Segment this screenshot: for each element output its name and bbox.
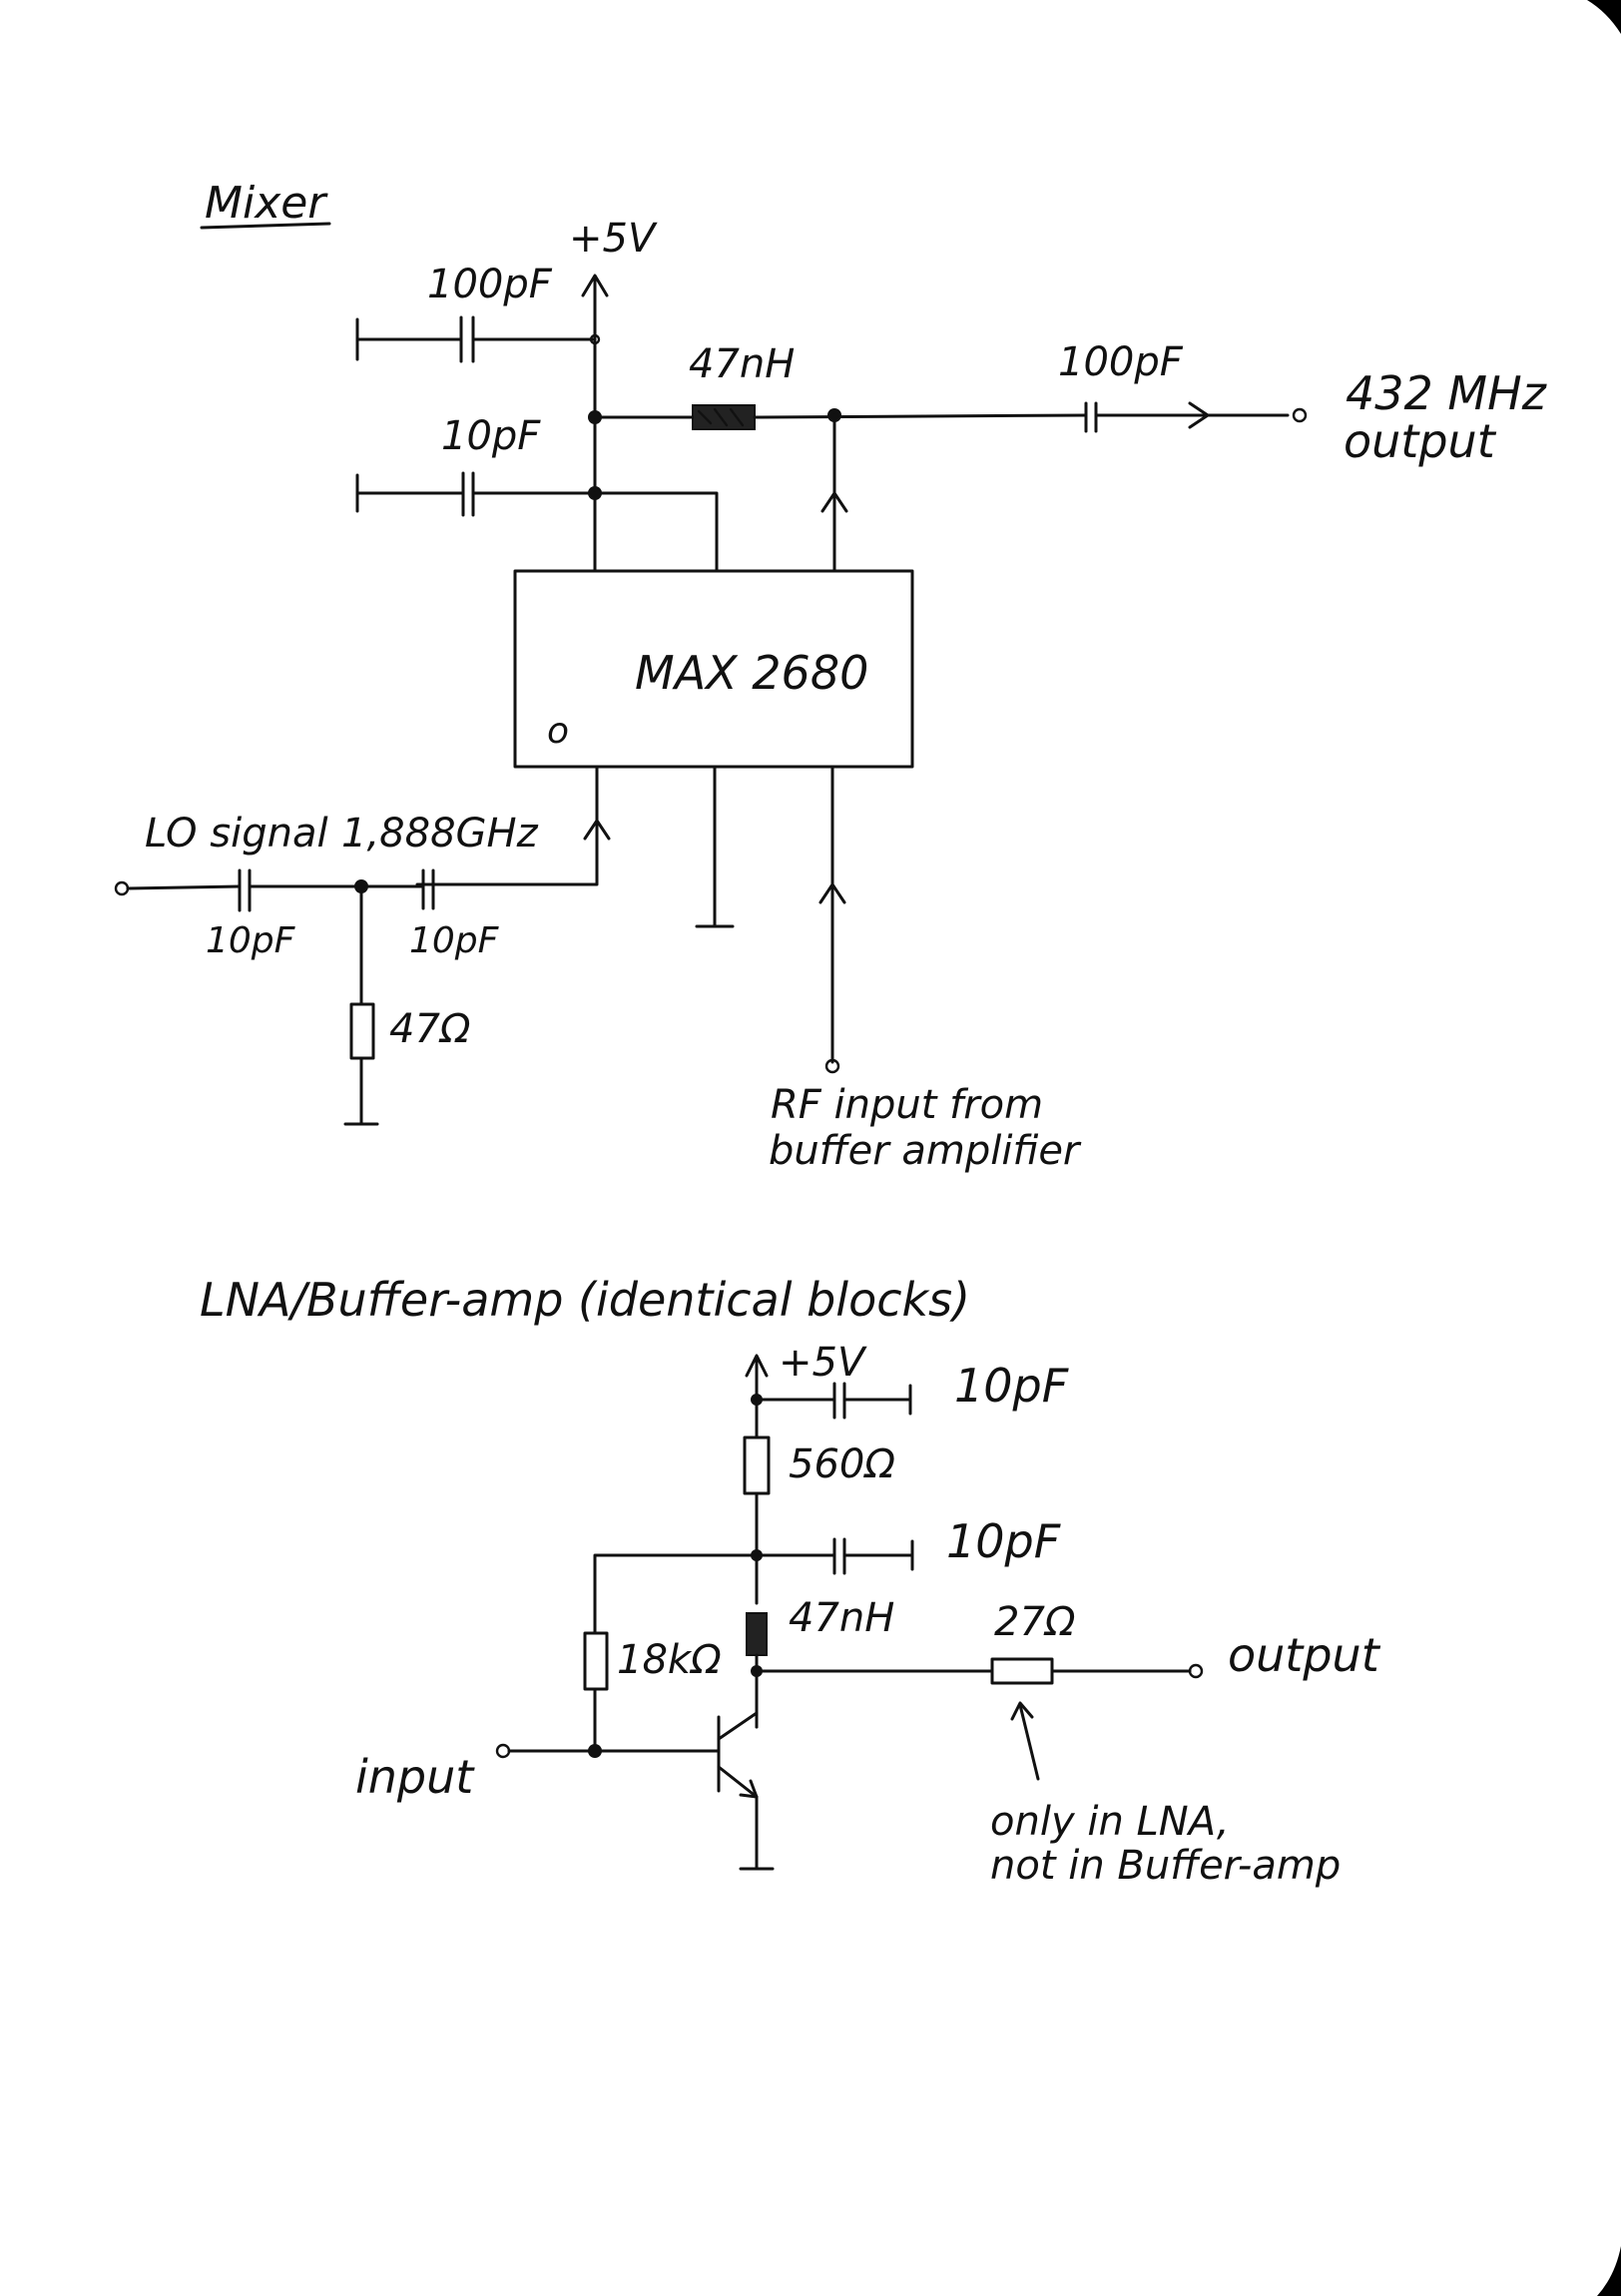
lna-output-word: output bbox=[1228, 1628, 1381, 1682]
mixer-rf-in-arrow bbox=[818, 882, 846, 904]
mixer-inductor-47nh bbox=[692, 404, 756, 430]
lna-r560-label: 560Ω bbox=[789, 1441, 895, 1487]
lna-inductor-47nh bbox=[746, 1612, 768, 1656]
lna-r18k-label: 18kΩ bbox=[617, 1637, 722, 1683]
mixer-output-word: output bbox=[1344, 414, 1497, 468]
lna-title: LNA/Buffer-amp (identical blocks) bbox=[200, 1273, 970, 1327]
lna-node-base bbox=[588, 1744, 602, 1758]
scan-corner-mark bbox=[1587, 0, 1621, 34]
max2680-label: MAX 2680 bbox=[635, 646, 868, 700]
lna-r27-label: 27Ω bbox=[994, 1599, 1076, 1645]
mixer-cout-label: 100pF bbox=[1058, 339, 1184, 385]
mixer-lo-label: LO signal bbox=[145, 811, 328, 857]
mixer-clo2-label: 10pF bbox=[409, 920, 500, 961]
lna-note-line2: not in Buffer-amp bbox=[990, 1843, 1341, 1889]
mixer-title-underline bbox=[200, 222, 331, 230]
lna-ctop-label: 10pF bbox=[954, 1359, 1069, 1413]
mixer-output-arrow bbox=[1188, 401, 1210, 429]
mixer-section: Mixer +5V 100pF 47nH 100pF 432 MHz outpu… bbox=[114, 178, 1547, 1174]
lna-output-terminal bbox=[1188, 1663, 1204, 1679]
mixer-rf-in-line1: RF input from bbox=[771, 1082, 1043, 1128]
lna-transistor-emitter bbox=[717, 1765, 759, 1799]
lna-inductor-label: 47nH bbox=[789, 1595, 894, 1641]
mixer-rlo-label: 47Ω bbox=[389, 1006, 471, 1052]
mixer-lo-feed-arrow bbox=[583, 819, 611, 841]
lna-r18k-resistor bbox=[583, 1631, 609, 1691]
mixer-c100pf-top-label: 100pF bbox=[427, 262, 553, 307]
mixer-inductor-label: 47nH bbox=[689, 341, 795, 387]
lna-note-arrow-head bbox=[1010, 1701, 1034, 1721]
lna-input-word: input bbox=[355, 1750, 475, 1804]
lna-r27-resistor bbox=[990, 1657, 1054, 1685]
mixer-c10pf-top-label: 10pF bbox=[441, 413, 541, 459]
mixer-rf-in-line2: buffer amplifier bbox=[769, 1128, 1082, 1174]
mixer-lo-wire-1 bbox=[126, 884, 242, 890]
lna-supply-label: +5V bbox=[779, 1340, 867, 1386]
lna-cmid-label: 10pF bbox=[946, 1514, 1061, 1568]
lna-note-arrow-shaft bbox=[1018, 1703, 1040, 1781]
lna-input-terminal bbox=[495, 1743, 511, 1759]
mixer-supply-label: +5V bbox=[569, 216, 658, 262]
mixer-node-c100 bbox=[589, 333, 601, 345]
lna-transistor-collector bbox=[717, 1711, 759, 1741]
mixer-lo-freq: 1,888GHz bbox=[341, 811, 539, 857]
mixer-output-freq: 432 MHz bbox=[1346, 366, 1547, 420]
mixer-lo-terminal bbox=[114, 880, 130, 896]
scan-corner-mark-bottom bbox=[1597, 2246, 1621, 2296]
mixer-vcc-pin2-wire bbox=[593, 491, 719, 573]
mixer-inductor-hatch bbox=[697, 407, 745, 427]
mixer-lo-feed-wire bbox=[415, 765, 599, 886]
lna-section: LNA/Buffer-amp (identical blocks) +5V 10… bbox=[200, 1273, 1381, 1889]
mixer-rlo-resistor bbox=[349, 1002, 375, 1060]
lna-r560-resistor bbox=[743, 1435, 771, 1495]
mixer-ic-out-arrow bbox=[820, 491, 848, 513]
mixer-clo1-label: 10pF bbox=[206, 920, 296, 961]
lna-bias-wire-top bbox=[593, 1553, 759, 1635]
mixer-output-wire bbox=[753, 413, 1088, 419]
mixer-title: Mixer bbox=[205, 178, 328, 229]
mixer-rf-in-terminal bbox=[824, 1058, 840, 1074]
lna-note-line1: only in LNA, bbox=[990, 1799, 1230, 1845]
mixer-output-terminal bbox=[1292, 407, 1308, 423]
mixer-vcc-arrow bbox=[581, 274, 609, 297]
max2680-pin1-mark: o bbox=[547, 711, 569, 752]
lna-vcc-arrow bbox=[745, 1354, 769, 1378]
